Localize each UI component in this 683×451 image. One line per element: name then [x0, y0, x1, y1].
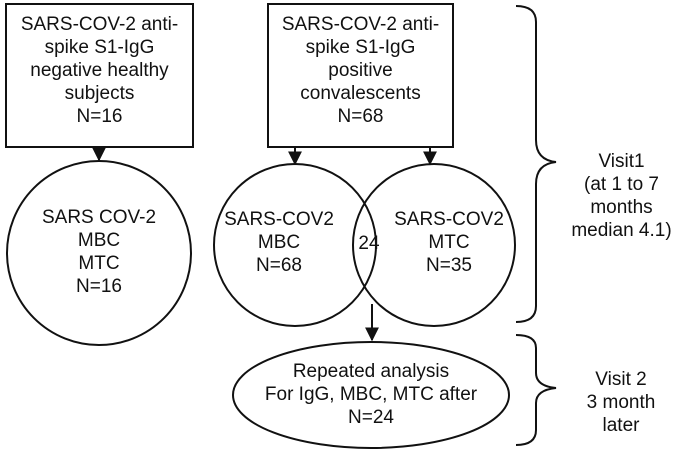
visit2-line: later [602, 415, 640, 436]
mbc-circle-text: SARS-COV2 MBC N=68 [220, 208, 338, 277]
mbc-circle [213, 163, 377, 327]
positive-box-line: spike S1-IgG [305, 37, 416, 58]
negative-circle-line: N=16 [76, 276, 122, 297]
mtc-circle-line: MTC [428, 232, 470, 253]
mtc-circle-line: SARS-COV2 [394, 209, 504, 230]
visit1-label: Visit1 (at 1 to 7 months median 4.1) [560, 150, 683, 242]
negative-subjects-box [5, 3, 194, 148]
overlap-count: 24 [358, 233, 380, 254]
mtc-circle [352, 163, 516, 327]
positive-convalescents-box [267, 3, 454, 148]
negative-box-text: SARS-COV-2 anti- spike S1-IgG negative h… [6, 13, 193, 128]
negative-circle-line: MTC [78, 253, 120, 274]
negative-box-line: spike S1-IgG [44, 37, 155, 58]
positive-box-line: convalescents [300, 83, 421, 104]
visit1-line: Visit1 [598, 151, 645, 172]
mbc-circle-line: SARS-COV2 [224, 209, 334, 230]
repeated-analysis-ellipse [232, 341, 510, 449]
negative-mbc-mtc-circle [6, 160, 192, 346]
positive-box-line: SARS-COV-2 anti- [281, 14, 440, 35]
negative-box-line: SARS-COV-2 anti- [20, 14, 179, 35]
visit2-label: Visit 2 3 month later [566, 368, 676, 437]
negative-box-line: N=16 [76, 106, 123, 127]
positive-box-line: positive [328, 60, 393, 81]
negative-circle-line: SARS COV-2 [41, 207, 157, 228]
visit2-line: Visit 2 [595, 369, 647, 390]
positive-box-text: SARS-COV-2 anti- spike S1-IgG positive c… [268, 13, 453, 128]
ellipse-line: For IgG, MBC, MTC after [264, 384, 478, 405]
visit1-line: median 4.1) [571, 220, 672, 241]
mtc-circle-text: SARS-COV2 MTC N=35 [390, 208, 508, 277]
visit2-line: 3 month [586, 392, 656, 413]
negative-circle-line: MBC [77, 230, 121, 251]
ellipse-line: N=24 [348, 407, 394, 428]
mbc-circle-line: N=68 [256, 255, 302, 276]
positive-box-line: N=68 [337, 106, 384, 127]
negative-box-line: negative healthy [30, 60, 169, 81]
mtc-circle-line: N=35 [426, 255, 472, 276]
mbc-circle-line: MBC [257, 232, 301, 253]
negative-box-line: subjects [64, 83, 135, 104]
visit1-line: (at 1 to 7 [584, 174, 659, 195]
visit1-line: months [590, 197, 653, 218]
visit2-brace [515, 334, 557, 446]
ellipse-text: Repeated analysis For IgG, MBC, MTC afte… [241, 360, 501, 429]
ellipse-line: Repeated analysis [292, 361, 450, 382]
visit1-brace [515, 5, 557, 323]
negative-circle-text: SARS COV-2 MBC MTC N=16 [19, 206, 179, 298]
